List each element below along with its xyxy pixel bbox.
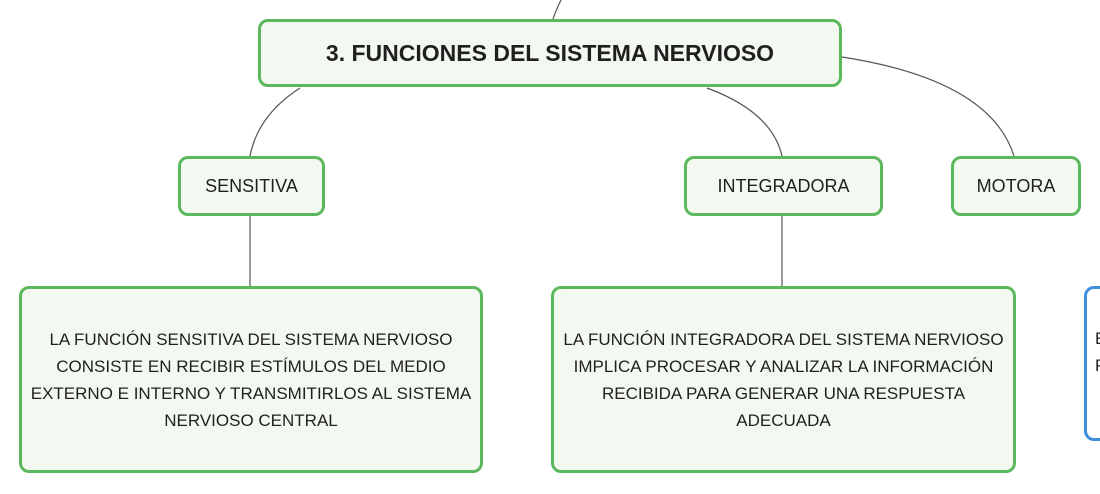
connector-root-motora [841,56,1015,157]
description-node-sensitiva[interactable]: LA FUNCIÓN SENSITIVA DEL SISTEMA NERVIOS… [19,286,483,473]
connector-top-incoming [552,0,562,20]
topic-node-sensitiva[interactable]: SENSITIVA [178,156,325,216]
partial-text-line-1: E [1087,325,1100,352]
connector-root-sensitiva [249,87,301,157]
description-node-motora-partial[interactable]: E P [1084,286,1100,441]
root-topic-title: 3. FUNCIONES DEL SISTEMA NERVIOSO [325,39,775,66]
topic-node-integradora[interactable]: INTEGRADORA [684,156,883,216]
description-text-integradora: LA FUNCIÓN INTEGRADORA DEL SISTEMA NERVI… [563,329,1004,430]
description-node-integradora[interactable]: LA FUNCIÓN INTEGRADORA DEL SISTEMA NERVI… [551,286,1016,473]
connector-root-integradora [706,87,783,157]
topic-label-sensitiva: SENSITIVA [205,175,298,196]
topic-label-integradora: INTEGRADORA [717,175,850,196]
topic-label-motora: MOTORA [976,175,1056,196]
partial-text-line-2: P [1087,352,1100,379]
root-topic-node[interactable]: 3. FUNCIONES DEL SISTEMA NERVIOSO [258,19,842,87]
topic-node-motora[interactable]: MOTORA [951,156,1081,216]
description-text-sensitiva: LA FUNCIÓN SENSITIVA DEL SISTEMA NERVIOS… [30,329,472,430]
